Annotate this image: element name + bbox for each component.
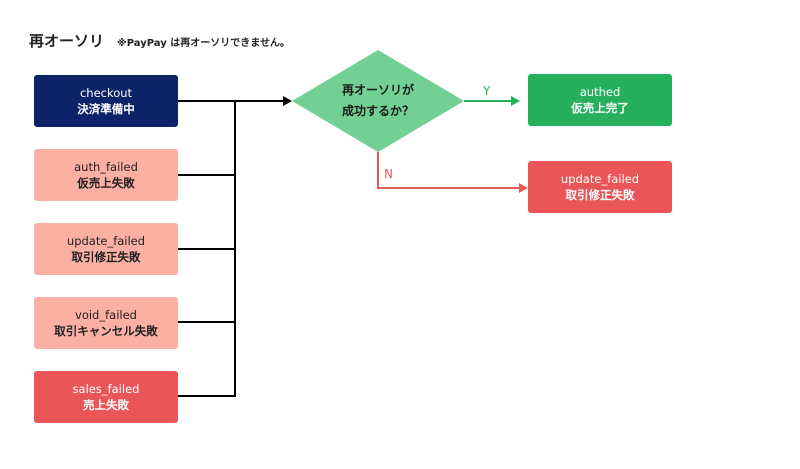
source-box-en: auth_failed — [74, 160, 138, 174]
result-box-ja: 取引修正失敗 — [565, 188, 635, 202]
source-box-ja: 取引キャンセル失敗 — [54, 324, 158, 338]
decision-line-1: 再オーソリが — [341, 83, 414, 97]
arrow-head-yes — [511, 96, 520, 106]
source-box-auth-failed: auth_failed 仮売上失敗 — [34, 149, 178, 201]
source-box-sales-failed: sales_failed 売上失敗 — [34, 371, 178, 423]
decision-label: 再オーソリが 成功するか？ — [292, 76, 464, 126]
decision-line-2: 成功するか？ — [341, 104, 414, 118]
source-box-ja: 決済準備中 — [77, 102, 135, 116]
yes-label: Y — [483, 84, 491, 98]
arrow-head-no — [519, 183, 528, 193]
source-box-en: sales_failed — [72, 382, 140, 396]
result-box-en: update_failed — [560, 172, 640, 186]
decision-diamond — [292, 50, 464, 152]
source-box-update-failed: update_failed 取引修正失敗 — [34, 223, 178, 275]
page-title: 再オーソリ — [29, 32, 105, 50]
source-box-void-failed: void_failed 取引キャンセル失敗 — [34, 297, 178, 349]
source-box-checkout: checkout 決済準備中 — [34, 75, 178, 127]
result-box-ja: 仮売上完了 — [571, 101, 629, 115]
paypay-note: ※PayPay は再オーソリできません。 — [117, 38, 290, 49]
source-box-en: void_failed — [75, 308, 137, 322]
source-box-ja: 仮売上失敗 — [77, 176, 135, 190]
source-box-ja: 売上失敗 — [83, 398, 129, 412]
no-label: N — [384, 167, 393, 181]
result-box-en: authed — [579, 85, 621, 99]
result-box-update-failed: update_failed 取引修正失敗 — [528, 161, 672, 213]
result-box-authed: authed 仮売上完了 — [528, 74, 672, 126]
connector-no — [377, 152, 520, 189]
arrow-head-decision — [283, 96, 292, 106]
source-box-en: update_failed — [66, 234, 146, 248]
source-box-ja: 取引修正失敗 — [71, 250, 141, 264]
source-box-en: checkout — [79, 86, 133, 100]
